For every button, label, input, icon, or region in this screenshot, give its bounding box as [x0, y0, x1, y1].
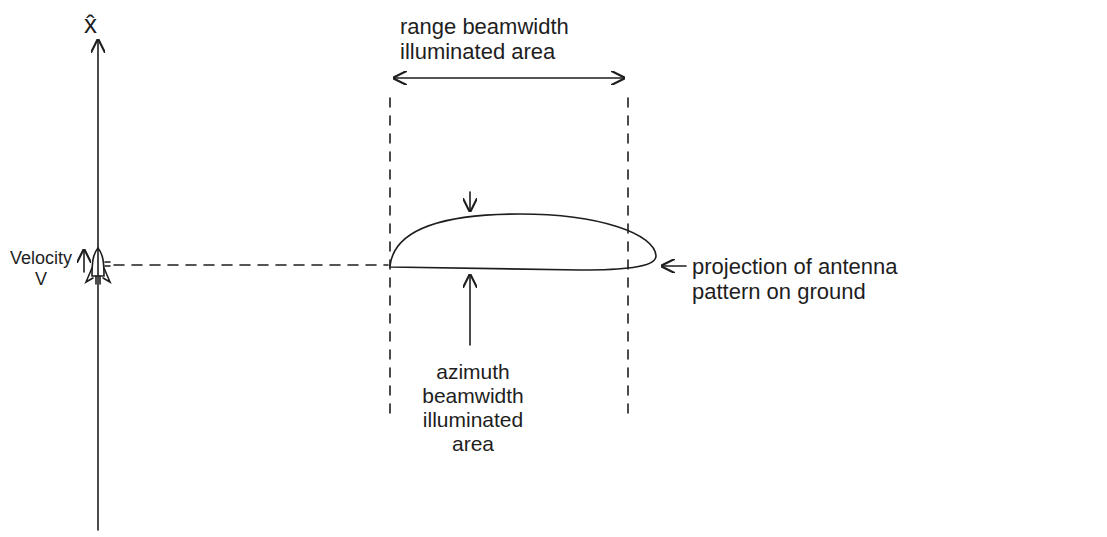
- x-axis: [97, 40, 99, 530]
- azimuth-label: azimuth beamwidth illuminated area: [408, 360, 538, 457]
- spacecraft-icon: [86, 248, 110, 284]
- azimuth-arrow-top: [469, 192, 471, 211]
- range-extent-dashed: [627, 98, 629, 420]
- pointer-arrow: [662, 265, 686, 267]
- look-direction-dashed: [114, 264, 388, 266]
- range-label: range beamwidth illuminated area: [400, 14, 630, 65]
- azimuth-arrow-bottom: [469, 275, 471, 345]
- velocity-label: Velocity V: [4, 248, 78, 289]
- velocity-arrow: [83, 250, 85, 272]
- range-width-arrow: [394, 77, 624, 79]
- antenna-footprint: [390, 214, 656, 270]
- axis-label: x̂: [84, 10, 124, 40]
- projection-label: projection of antenna pattern on ground: [692, 254, 932, 305]
